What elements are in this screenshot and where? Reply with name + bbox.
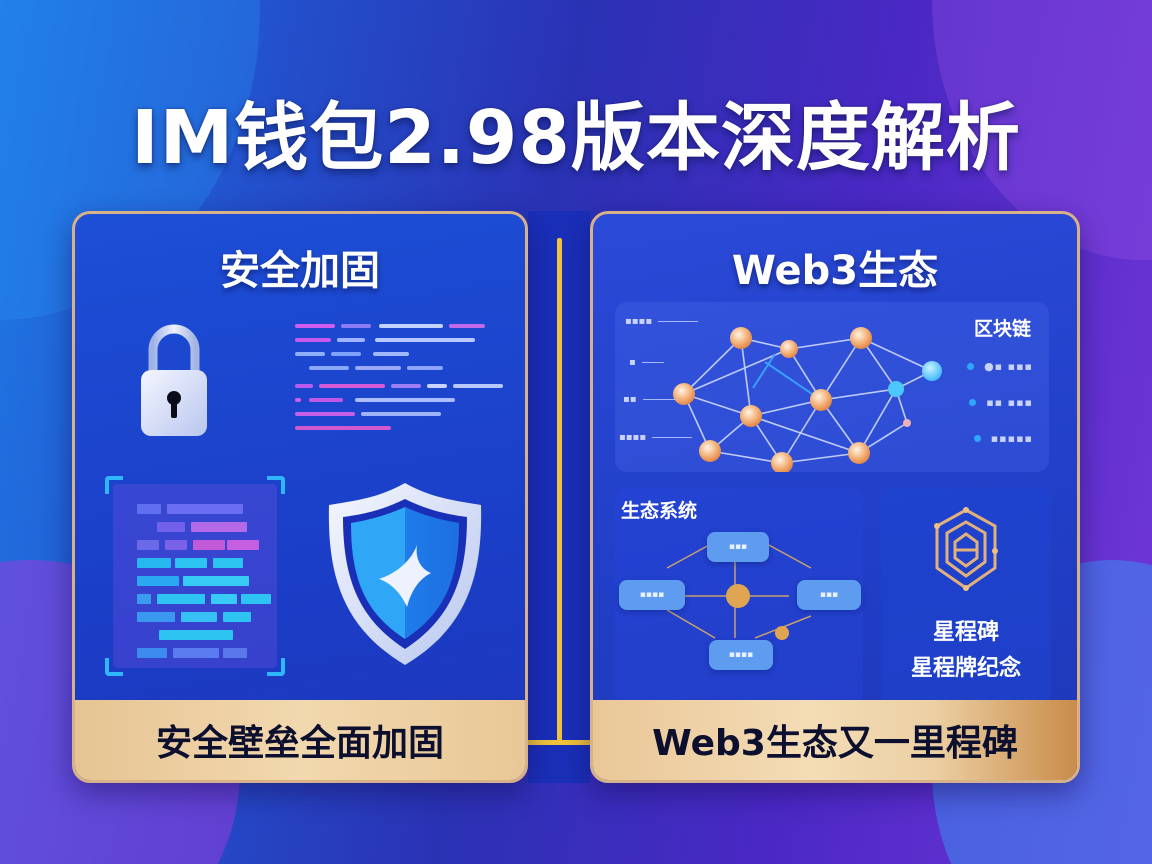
ecosystem-card: 生态系统 ▪▪▪ ▪▪▪▪ ▪▪▪ ▪▪▪▪ <box>615 488 863 706</box>
legend-item: ▪▪ ▪▪▪ <box>969 396 1033 409</box>
ecosystem-title: 生态系统 <box>621 500 698 522</box>
legend-item: ●▪︎ ▪▪▪ <box>967 360 1033 373</box>
security-footer-banner: 安全壁垒全面加固 <box>75 700 525 780</box>
ecosystem-node: ▪▪▪ <box>707 532 769 562</box>
legend-dot-icon <box>969 399 977 406</box>
network-label: ▪▪▪▪ <box>619 432 693 443</box>
network-label: ▪▪ <box>623 394 677 405</box>
lock-icon <box>141 324 207 436</box>
network-label: ▪▪▪▪ <box>625 316 699 327</box>
milestone-card: 星程碑 星程牌纪念 <box>881 488 1051 706</box>
security-panel-title: 安全加固 <box>220 248 380 294</box>
ecosystem-hub-icon <box>726 584 750 608</box>
milestone-line2: 星程牌纪念 <box>910 656 1021 681</box>
security-panel: 安全加固 <box>72 211 528 783</box>
code-snippet <box>295 322 505 437</box>
legend-dot-icon <box>967 363 975 370</box>
gold-divider-vertical <box>557 238 562 744</box>
blockchain-network-card: ▪▪▪▪ ▪ ▪▪ ▪▪▪▪ 区块链 ●▪︎ ▪▪▪ ▪▪ ▪▪▪ ▪▪▪▪▪ <box>615 302 1049 472</box>
ecosystem-hub-icon <box>775 626 789 640</box>
blockchain-title: 区块链 <box>973 318 1031 340</box>
legend-item: ▪▪▪▪▪ <box>973 432 1033 445</box>
gold-divider-horizontal <box>528 740 590 745</box>
ecosystem-node: ▪▪▪ <box>797 580 861 610</box>
network-label: ▪ <box>629 357 664 368</box>
legend-dot-icon <box>973 435 981 442</box>
ecosystem-node: ▪▪▪▪ <box>619 580 685 610</box>
shield-icon <box>328 483 482 665</box>
ecosystem-node: ▪▪▪▪ <box>709 640 773 670</box>
milestone-line1: 星程碑 <box>932 620 999 645</box>
milestone-badge-icon <box>934 507 998 591</box>
blockchain-network-graph <box>673 327 942 472</box>
page-title: IM钱包2.98版本深度解析 <box>131 95 1021 181</box>
web3-panel-title: Web3生态 <box>731 248 939 294</box>
web3-panel: Web3生态 <box>590 211 1080 783</box>
code-scan-icon <box>105 476 285 676</box>
web3-footer-banner: Web3生态又一里程碑 <box>593 700 1077 780</box>
